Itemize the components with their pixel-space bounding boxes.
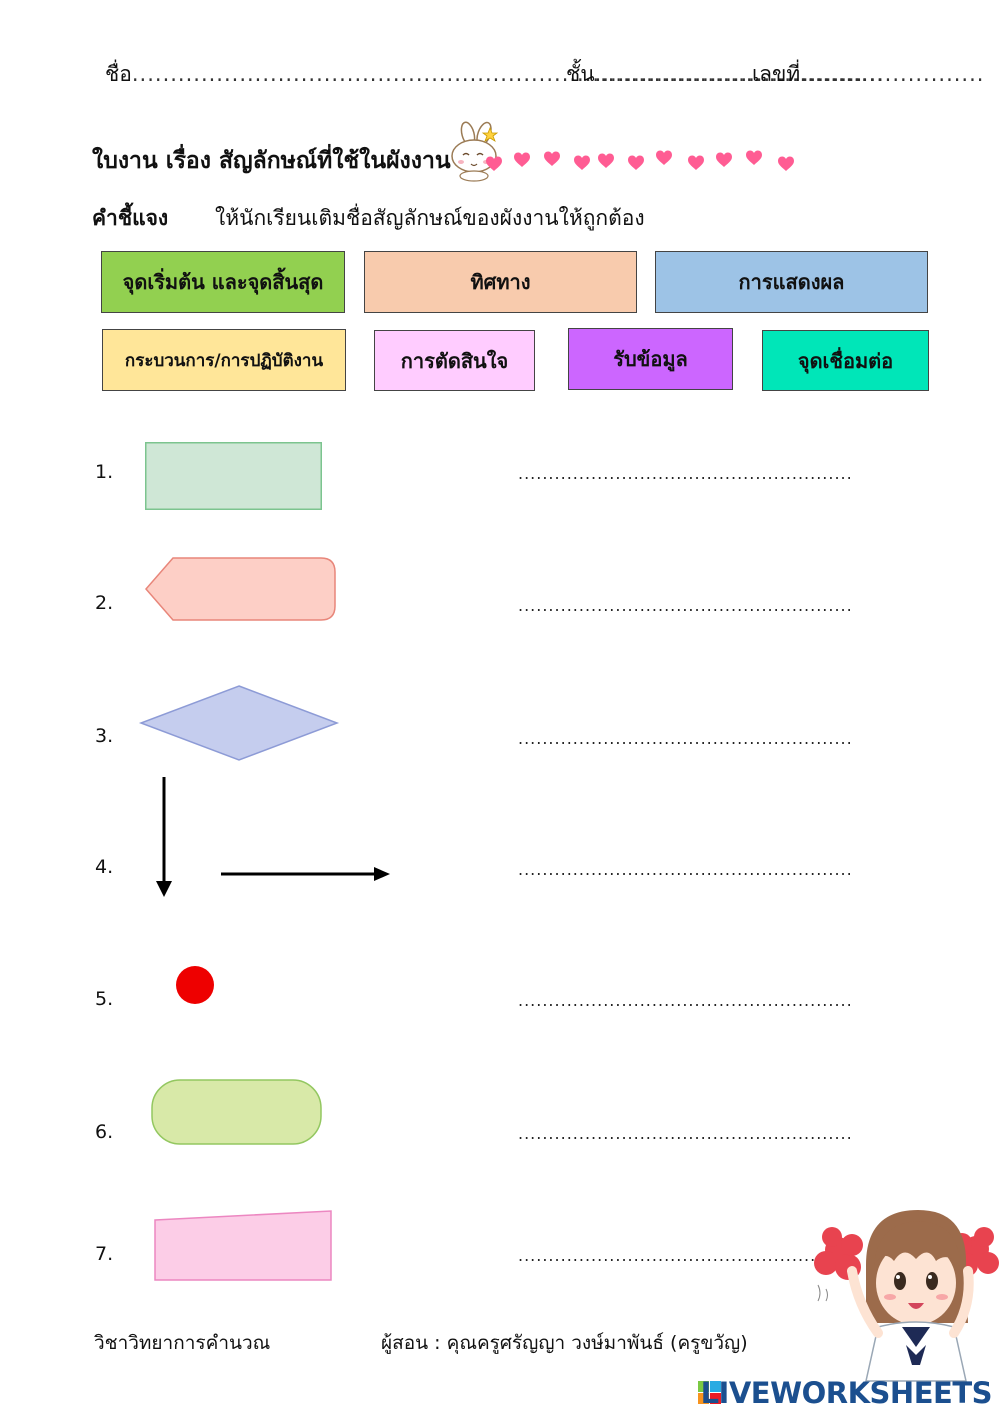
number-label: เลขที่	[752, 62, 801, 86]
option-display[interactable]: การแสดงผล	[655, 251, 928, 313]
answer-field-3[interactable]: ........................................…	[518, 729, 853, 748]
option-input[interactable]: รับข้อมูล	[568, 328, 733, 390]
name-dots: ........................................…	[131, 62, 885, 86]
name-field: ชื่อ....................................…	[105, 58, 884, 91]
brand-name: LIVEWORKSHEETS	[700, 1376, 993, 1410]
bunny-icon	[451, 121, 499, 182]
flow-arrows-icon	[156, 777, 390, 897]
answer-field-1[interactable]: ........................................…	[518, 464, 853, 483]
process-rectangle-icon	[145, 442, 322, 510]
answer-field-5[interactable]: ........................................…	[518, 991, 853, 1010]
question-number-2: 2.	[95, 592, 114, 614]
display-shape-icon	[145, 557, 336, 621]
question-number-1: 1.	[95, 461, 114, 483]
option-decision[interactable]: การตัดสินใจ	[374, 330, 535, 391]
question-number-6: 6.	[95, 1121, 114, 1143]
decision-diamond-icon	[138, 685, 340, 761]
question-number-5: 5.	[95, 988, 114, 1010]
question-number-4: 4.	[95, 856, 114, 878]
liveworksheets-logo-icon	[698, 1381, 721, 1404]
question-number-3: 3.	[95, 725, 114, 747]
number-field: เลขที่........................	[752, 58, 984, 91]
connector-circle-icon	[176, 966, 214, 1004]
answer-field-2[interactable]: ........................................…	[518, 596, 853, 615]
question-number-7: 7.	[95, 1243, 114, 1265]
page-title: ใบงาน เรื่อง สัญลักษณ์ที่ใช้ในผังงาน	[92, 148, 451, 174]
manual-input-icon	[154, 1210, 332, 1281]
number-dots: ........................	[800, 62, 985, 86]
instruction-label: คำชี้แจง	[92, 206, 169, 230]
class-dots: ...................................	[594, 62, 864, 86]
footer-subject: วิชาวิทยาการคำนวณ	[94, 1332, 271, 1354]
footer-teacher: ผู้สอน : คุณครูศรัญญา วงษ์มาพันธ์ (ครูขว…	[381, 1332, 748, 1354]
answer-field-6[interactable]: ........................................…	[518, 1124, 853, 1143]
class-field: ชั้น...................................	[566, 58, 863, 91]
answer-field-7[interactable]: ........................................…	[518, 1246, 853, 1265]
option-start-end[interactable]: จุดเริ่มต้น และจุดสิ้นสุด	[101, 251, 345, 313]
class-label: ชั้น	[566, 62, 595, 86]
instruction-text: ให้นักเรียนเติมชื่อสัญลักษณ์ของผังงานให้…	[215, 206, 645, 230]
name-label: ชื่อ	[105, 62, 132, 86]
option-direction[interactable]: ทิศทาง	[364, 251, 637, 313]
terminal-rounded-icon	[151, 1079, 322, 1145]
cheerleader-girl-icon	[814, 1210, 999, 1382]
option-process[interactable]: กระบวนการ/การปฏิบัติงาน	[102, 329, 346, 391]
option-connector[interactable]: จุดเชื่อมต่อ	[762, 330, 929, 391]
hearts-decoration-icon	[486, 150, 794, 171]
answer-field-4[interactable]: ........................................…	[518, 860, 853, 879]
